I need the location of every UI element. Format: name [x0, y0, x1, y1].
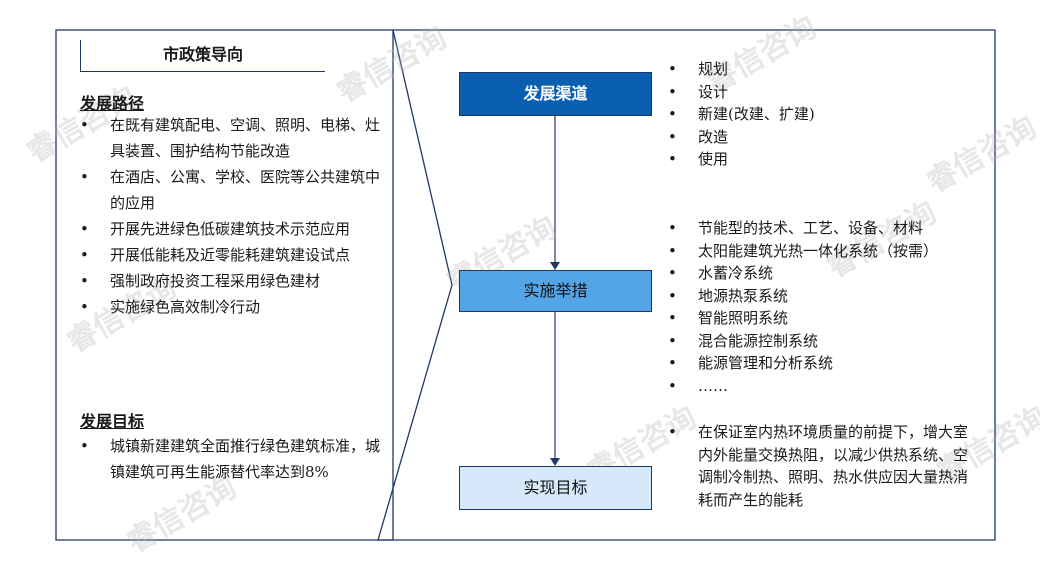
- channel-item: 设计: [668, 81, 988, 104]
- channel-item: 改造: [668, 126, 988, 149]
- channel-item: 使用: [668, 148, 988, 171]
- measure-item: 混合能源控制系统: [668, 330, 993, 353]
- channel-item: 规划: [668, 58, 988, 81]
- goal-item: 城镇新建建筑全面推行绿色建筑标准，城镇建筑可再生能源替代率达到8%: [80, 433, 390, 485]
- flow-box-measures: 实施举措: [459, 270, 652, 312]
- measure-item: 水蓄冷系统: [668, 262, 993, 285]
- path-item: 在既有建筑配电、空调、照明、电梯、灶具装置、围护结构节能改造: [80, 112, 390, 164]
- measure-item: 太阳能建筑光热一体化系统（按需）: [668, 240, 993, 263]
- flow-box-goal: 实现目标: [459, 466, 652, 510]
- arrow-head-2: [550, 458, 560, 466]
- channel-item: 新建(改建、扩建): [668, 103, 988, 126]
- chevron-outline: [377, 29, 996, 541]
- path-item: 在酒店、公寓、学校、医院等公共建筑中的应用: [80, 164, 390, 216]
- arrow-head-1: [550, 262, 560, 270]
- path-item: 开展低能耗及近零能耗建筑建设试点: [80, 242, 390, 268]
- measure-item: 能源管理和分析系统: [668, 352, 993, 375]
- measure-item: 地源热泵系统: [668, 285, 993, 308]
- channel-list: 规划 设计 新建(改建、扩建) 改造 使用: [668, 58, 988, 171]
- path-item: 实施绿色高效制冷行动: [80, 294, 390, 320]
- goal-detail-list: 在保证室内热环境质量的前提下，增大室内外能量交换热阻，以减少供热系统、空调制冷制…: [668, 421, 968, 511]
- section-heading-goal: 发展目标: [80, 412, 145, 431]
- panel-title: 市政策导向: [80, 40, 325, 72]
- section-heading-path: 发展路径: [80, 94, 145, 113]
- path-item: 强制政府投资工程采用绿色建材: [80, 268, 390, 294]
- measure-item: 节能型的技术、工艺、设备、材料: [668, 217, 993, 240]
- goal-detail-item: 在保证室内热环境质量的前提下，增大室内外能量交换热阻，以减少供热系统、空调制冷制…: [668, 421, 968, 511]
- flow-box-channel: 发展渠道: [459, 72, 652, 116]
- measures-list: 节能型的技术、工艺、设备、材料 太阳能建筑光热一体化系统（按需） 水蓄冷系统 地…: [668, 217, 993, 397]
- measure-item: 智能照明系统: [668, 307, 993, 330]
- measure-item: ……: [668, 375, 993, 398]
- path-item: 开展先进绿色低碳建筑技术示范应用: [80, 216, 390, 242]
- path-list: 在既有建筑配电、空调、照明、电梯、灶具装置、围护结构节能改造 在酒店、公寓、学校…: [80, 112, 390, 320]
- goal-list: 城镇新建建筑全面推行绿色建筑标准，城镇建筑可再生能源替代率达到8%: [80, 433, 390, 485]
